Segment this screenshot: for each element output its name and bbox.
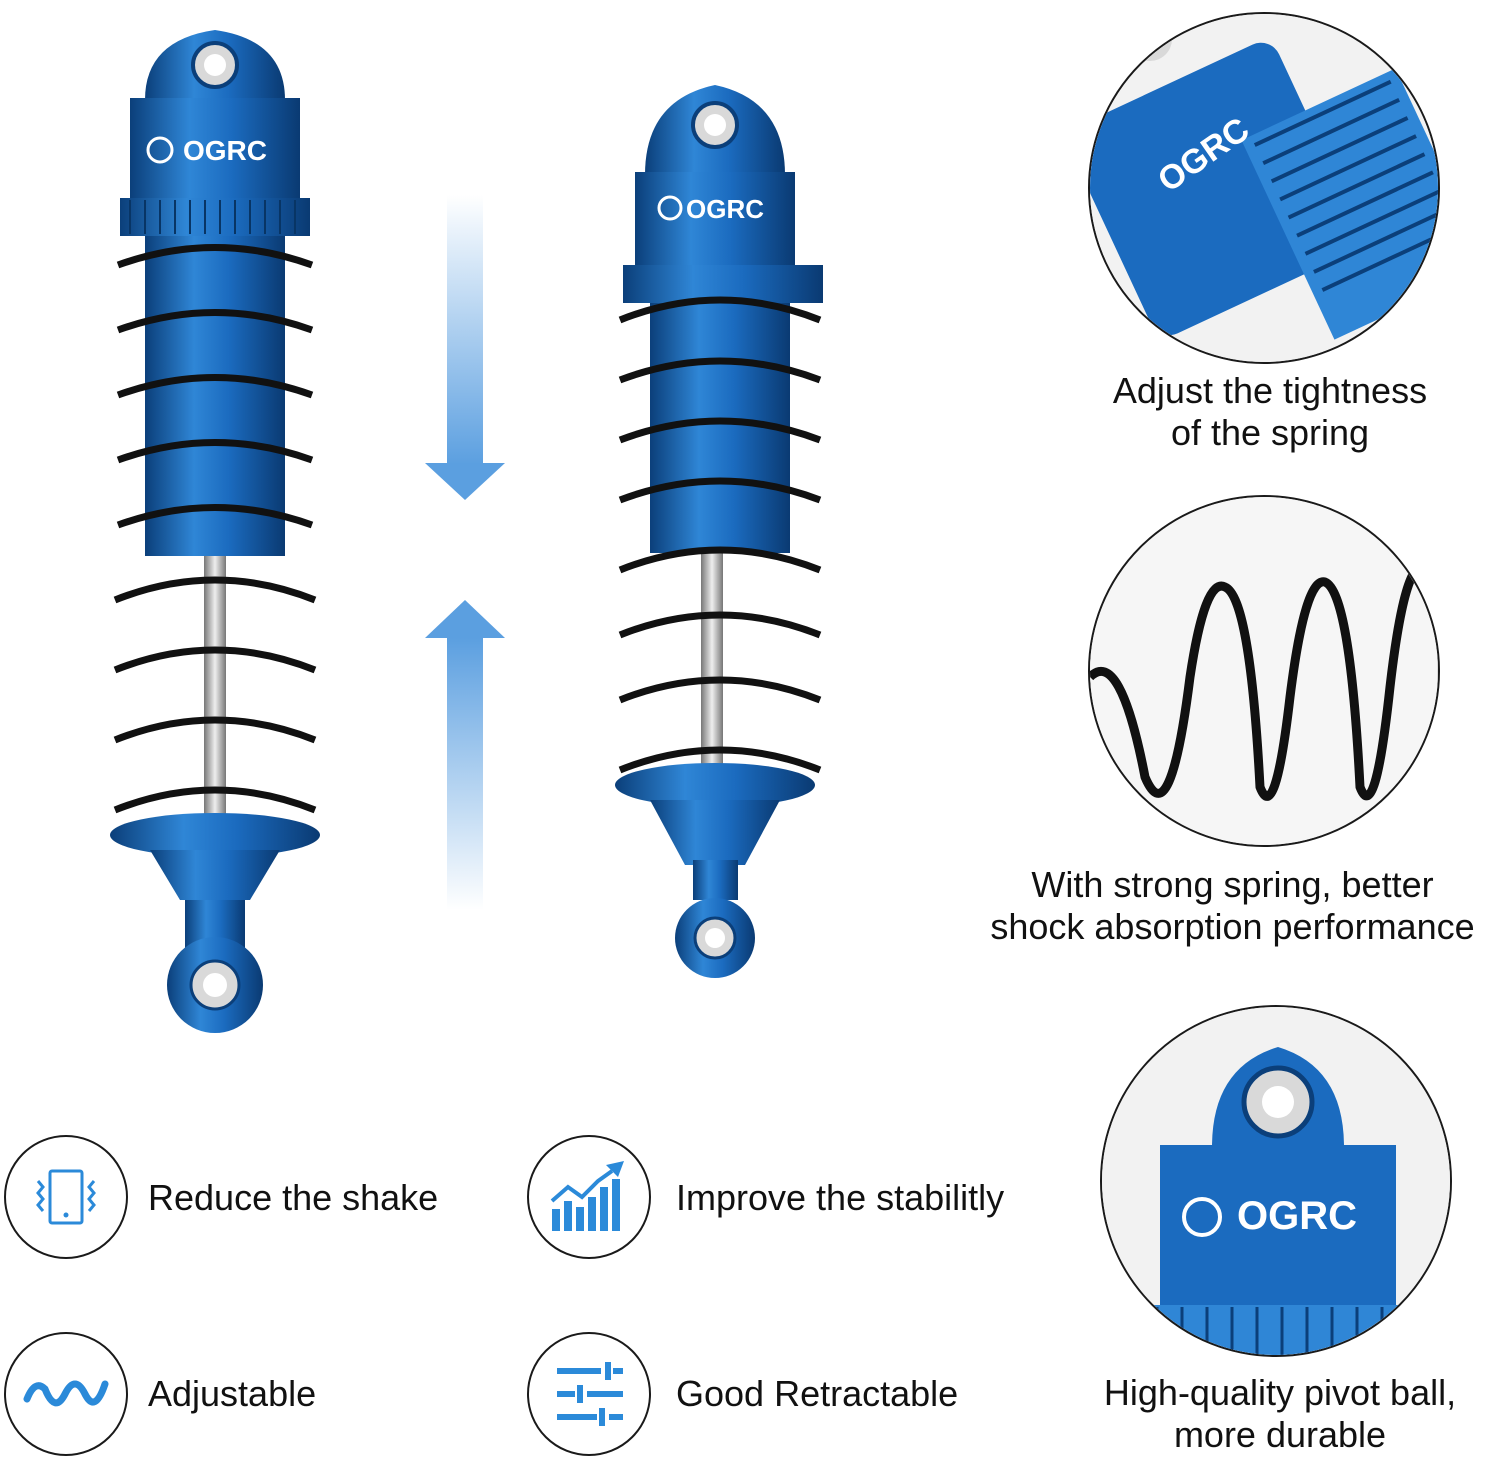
logo-text-4: OGRC [1237,1194,1357,1238]
feature-label-reduce-shake: Reduce the shake [148,1177,439,1218]
shock-absorber-extended: OGRC [110,30,320,1033]
feature-label-adjustable: Adjustable [148,1373,317,1414]
detail-pivot-ball-image: OGRC [1100,1005,1452,1357]
caption-strong-spring: With strong spring, better shock absorpt… [990,864,1475,947]
feature-reduce-shake [4,1135,128,1259]
caption-pivot-ball: High-quality pivot ball, more durable [1103,1372,1457,1455]
logo-text-2: OGRC [686,194,764,224]
compress-arrow-up-icon [425,600,505,910]
phone-vibrate-icon [36,1169,96,1225]
feature-good-retractable [527,1332,651,1456]
feature-improve-stability [527,1135,651,1259]
compress-arrow-down-icon [425,195,505,500]
wave-icon [23,1380,109,1407]
rising-chart-icon [550,1161,624,1231]
feature-label-improve-stability: Improve the stabilitly [676,1177,1005,1218]
shock-absorber-compressed: OGRC [615,85,823,978]
feature-adjustable [4,1332,128,1456]
sliders-icon [557,1362,623,1426]
detail-adjust-image: OGRC [1088,12,1440,364]
caption-adjust: Adjust the tightness of the spring [1112,370,1428,453]
detail-spring-image [1088,495,1440,847]
feature-label-good-retractable: Good Retractable [676,1373,959,1414]
logo-text: OGRC [183,135,267,166]
